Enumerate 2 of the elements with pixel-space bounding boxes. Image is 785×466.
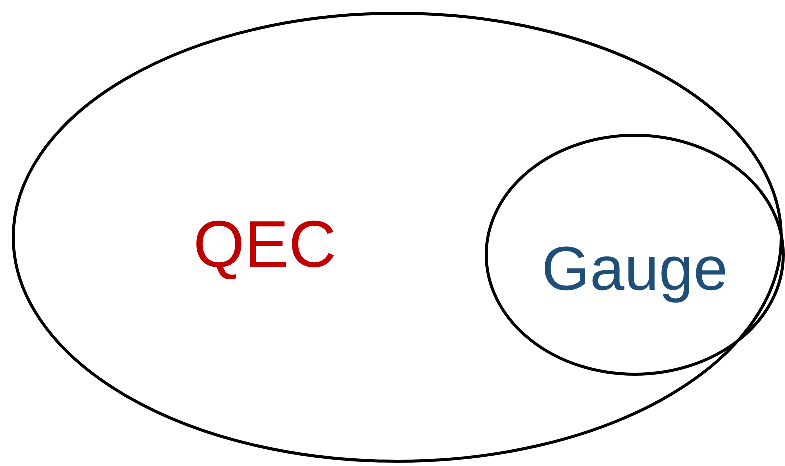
set-label: Gauge xyxy=(542,239,728,301)
set-label: QEC xyxy=(193,211,337,277)
